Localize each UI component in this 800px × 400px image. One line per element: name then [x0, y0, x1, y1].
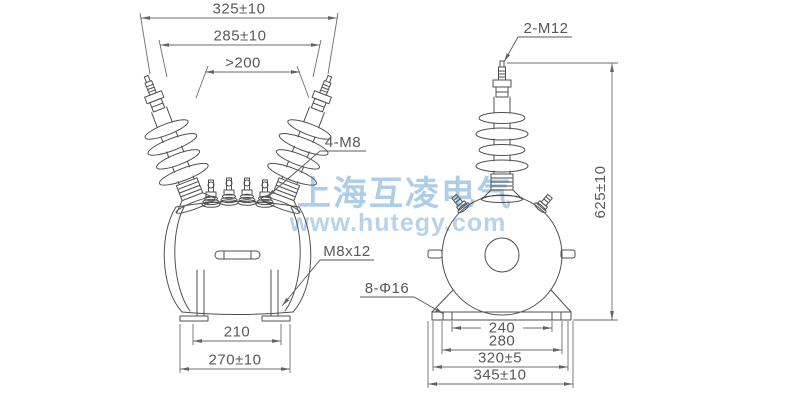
front-dimensions: 325±10 285±10 >200 210 270±10 4-M8 M8x12 [139, 1, 374, 373]
side-right-terminal-stub [532, 191, 556, 215]
dim-mount-holes-label: 280 [489, 333, 516, 350]
dim-overall-width-label: 325±10 [213, 1, 266, 18]
base-plate [431, 311, 572, 321]
callout-secondary-terminals-label: 4-M8 [325, 134, 361, 151]
callout-ground-bolt-label: M8x12 [323, 243, 371, 260]
watermark-company: 上海互凌电气 [297, 175, 513, 213]
leader-secondary-terminals [266, 150, 366, 198]
dim-base-plate-label: 320±5 [478, 350, 522, 367]
callout-primary-terminal-label: 2-M12 [523, 20, 568, 37]
side-left-pin [427, 249, 443, 259]
tank-inner-walls [174, 206, 301, 312]
right-mount-bracket [261, 269, 291, 322]
side-tank-hub [484, 237, 520, 273]
watermark: 上海互凌电气 www.hutegy.com [289, 175, 513, 237]
nameplate-ticks [223, 250, 252, 260]
dim-mount-inner-label: 240 [489, 320, 516, 337]
side-view [427, 60, 576, 321]
watermark-website: www.hutegy.com [289, 209, 507, 237]
side-right-pin [560, 249, 576, 259]
tank-top-bottom [175, 201, 300, 315]
left-mount-bracket [179, 269, 209, 322]
tank-nameplate-slot [214, 250, 261, 260]
saddle-slopes [431, 289, 572, 313]
dim-mount-span-label: 210 [224, 324, 251, 341]
leader-mounting-holes [360, 296, 445, 315]
callout-mounting-holes-label: 8-Φ16 [365, 280, 410, 297]
dim-height-label: 625±10 [592, 166, 609, 219]
dim-clearance-label: >200 [225, 55, 261, 72]
front-view [121, 66, 355, 322]
front-extension-lines [139, 12, 339, 373]
leader-primary-terminal [503, 36, 572, 63]
leader-ground-bolt [281, 259, 374, 307]
side-dimensions: 625±10 240 280 320±5 345±10 2-M12 8-Φ16 [360, 20, 618, 388]
tank-outer-walls [163, 206, 312, 313]
dim-terminal-span-label: 285±10 [214, 28, 267, 45]
dim-base-width-label: 270±10 [209, 352, 262, 369]
dim-overall-depth-label: 345±10 [474, 367, 527, 384]
